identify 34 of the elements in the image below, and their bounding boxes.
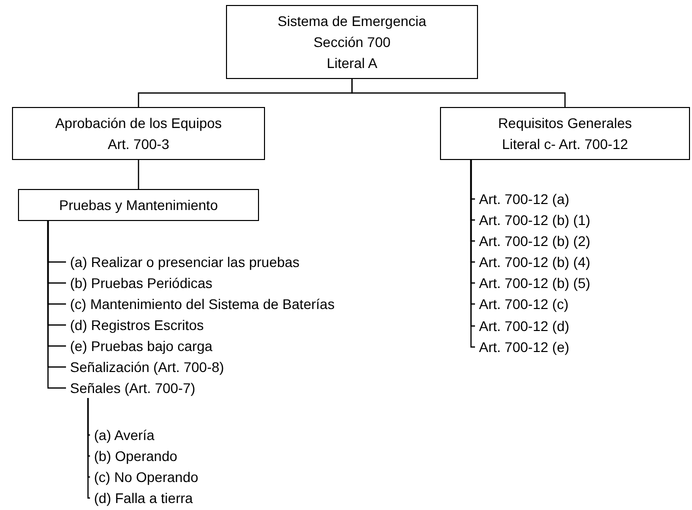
- list-item: Art. 700-12 (b) (1): [475, 210, 590, 230]
- section-box: [18, 189, 259, 221]
- box-label: Literal A: [326, 54, 378, 72]
- list-item: (e) Pruebas bajo carga: [66, 336, 212, 356]
- box-label: Pruebas y Mantenimiento: [59, 196, 218, 215]
- section-box: [440, 107, 690, 160]
- box-label: Aprobación de los Equipos: [55, 114, 222, 133]
- list-item: (b) Operando: [90, 446, 178, 466]
- list-item: Art. 700-12 (e): [475, 337, 570, 357]
- section-box: [226, 5, 478, 79]
- list-item: Señalización (Art. 700-8): [66, 357, 224, 377]
- list-item: (d) Falla a tierra: [90, 488, 193, 508]
- list-item: (b) Pruebas Periódicas: [66, 273, 212, 293]
- list-item: Señales (Art. 700-7): [66, 378, 196, 398]
- list-item: (d) Registros Escritos: [66, 315, 204, 335]
- list-item: (c) No Operando: [90, 467, 198, 487]
- list-item: Art. 700-12 (b) (2): [475, 231, 590, 251]
- box-label: Literal c- Art. 700-12: [502, 134, 628, 154]
- connector-line: [138, 160, 140, 189]
- list-item: (c) Mantenimiento del Sistema de Baterías: [66, 294, 335, 314]
- list-item: Art. 700-12 (d): [475, 316, 570, 336]
- list-item: Art. 700-12 (c): [475, 294, 568, 314]
- list-item: Art. 700-12 (b) (4): [475, 252, 590, 272]
- list-item: (a) Avería: [90, 425, 154, 445]
- list-item: Art. 700-12 (b) (5): [475, 273, 590, 293]
- section-box: [12, 107, 265, 160]
- list-item: (a) Realizar o presenciar las pruebas: [66, 252, 300, 272]
- connector-line: [351, 79, 566, 107]
- list-item: Art. 700-12 (a): [475, 189, 570, 209]
- box-label: Art. 700-3: [108, 134, 170, 154]
- box-label: Requisitos Generales: [498, 114, 632, 133]
- connector-line: [87, 398, 90, 499]
- box-label: Sistema de Emergencia: [278, 12, 426, 31]
- box-label: Sección 700: [313, 32, 391, 52]
